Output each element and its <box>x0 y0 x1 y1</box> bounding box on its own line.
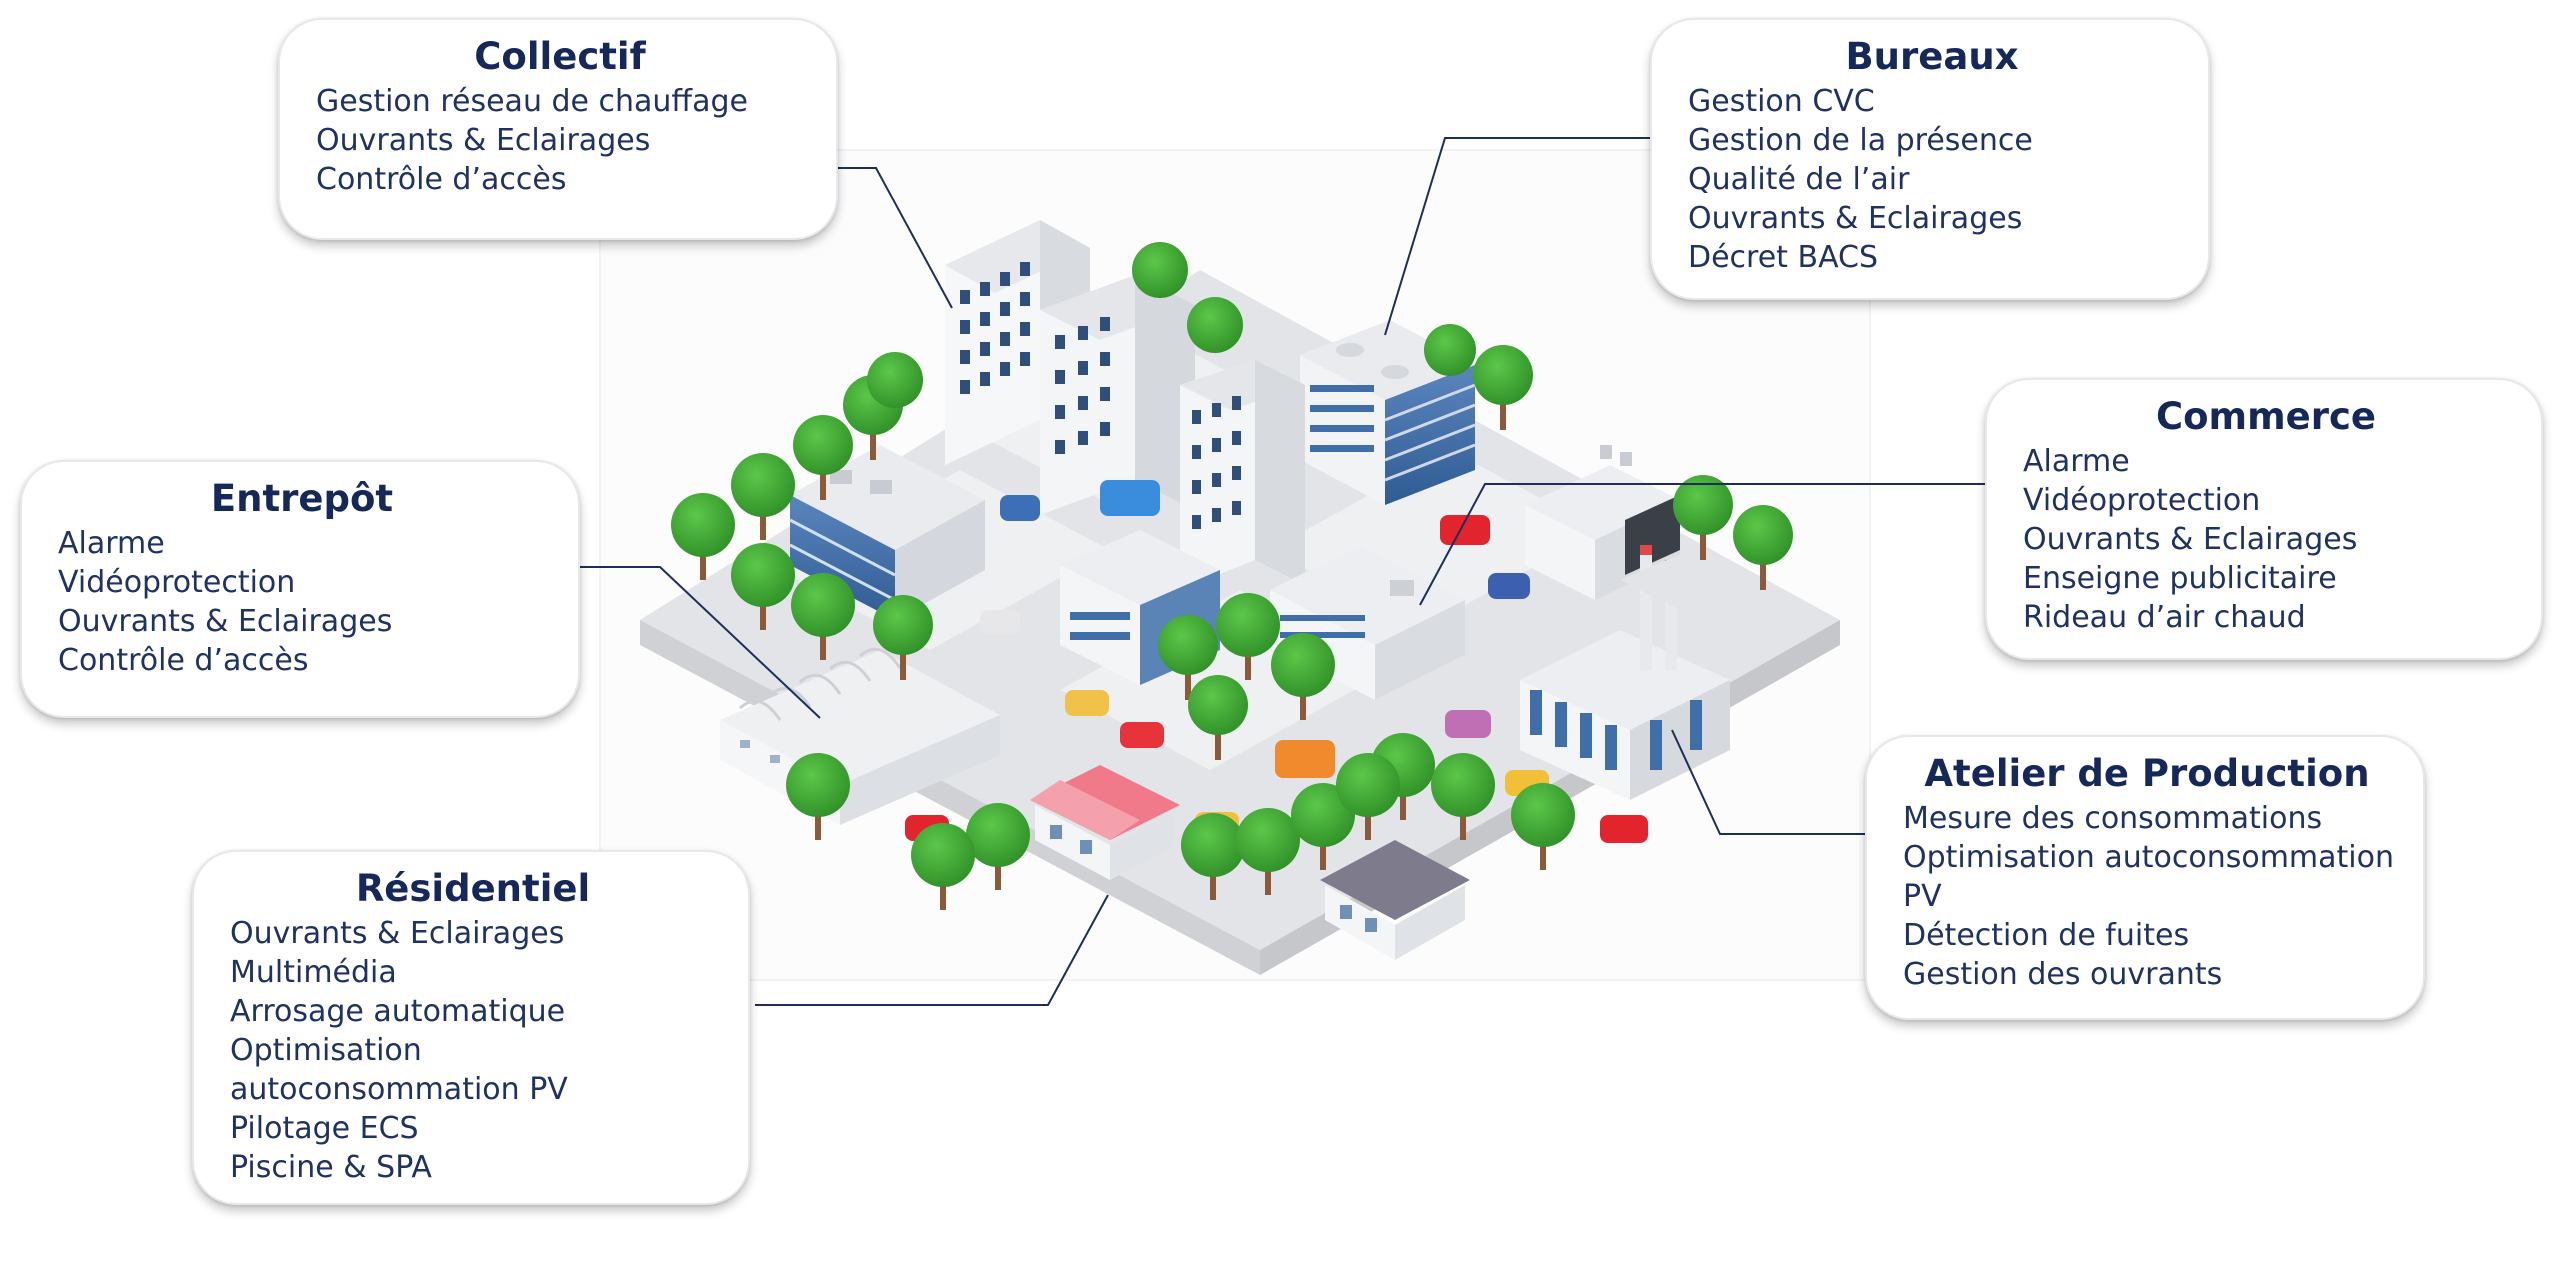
building-bureaux <box>1300 320 1476 505</box>
connector-residentiel <box>755 894 1109 1006</box>
building-house-2 <box>1320 840 1470 960</box>
connector-commerce <box>1419 483 1985 606</box>
connector-atelier <box>1671 729 1865 835</box>
building-residentiel <box>1030 765 1180 880</box>
building-atelier <box>1520 545 1760 800</box>
connector-lines <box>580 137 1985 1006</box>
building-tower-2 <box>1040 275 1195 515</box>
building-collectif <box>945 220 1090 465</box>
connector-bureaux <box>1384 137 1650 336</box>
building-glass-left <box>789 445 985 620</box>
trees <box>671 242 1793 910</box>
connector-collectif <box>838 167 953 309</box>
building-tower-3 <box>1180 360 1305 590</box>
connector-entrepot <box>580 566 821 719</box>
